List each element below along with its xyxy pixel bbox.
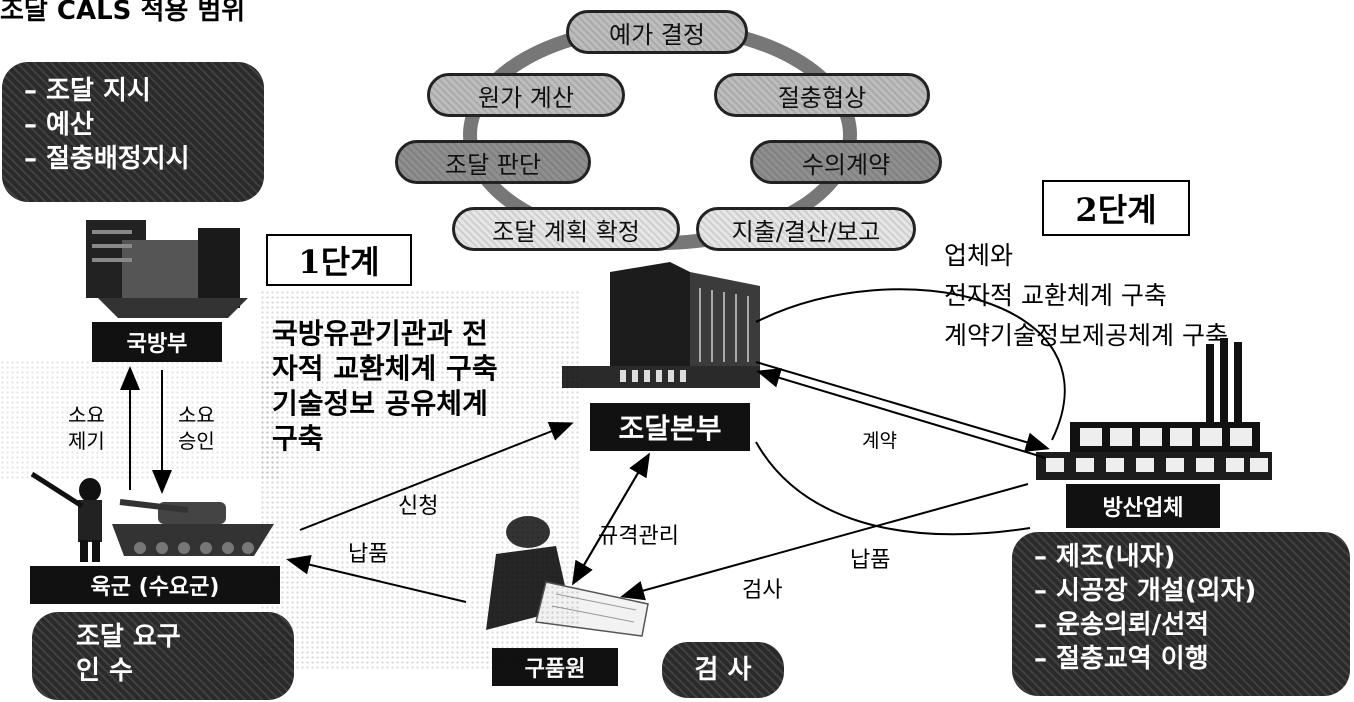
cycle-step-price-decision: 예가 결정 xyxy=(566,10,748,54)
mnd-instruction-line: – 절충배정지시 xyxy=(24,144,190,174)
stage1-label: 1단계 xyxy=(266,234,412,286)
ministry-building-icon xyxy=(86,220,248,318)
cycle-step-private-contract: 수의계약 xyxy=(750,140,942,184)
mnd-instruction-line: – 예산 xyxy=(24,110,94,140)
stage1-desc-line: 자적 교환체계 구축 xyxy=(272,351,498,386)
contractor-task-line: – 운송의뢰/선적 xyxy=(1034,610,1210,640)
cycle-step-expenditure-report: 지출/결산/보고 xyxy=(696,207,916,251)
scan-texture xyxy=(0,360,280,480)
cycle-step-negotiation: 절충협상 xyxy=(714,73,930,117)
cycle-step-procurement-judgment: 조달 판단 xyxy=(395,140,591,184)
stage2-desc-line: 업체와 xyxy=(944,241,1014,270)
contractor-task-line: – 시공장 개설(외자) xyxy=(1034,576,1257,606)
inspect-label: 검사 xyxy=(742,578,783,603)
mnd-instruction-line: – 조달 지시 xyxy=(24,76,151,106)
contract-label: 계약 xyxy=(862,430,897,452)
army-plate: 육군 (수요군) xyxy=(30,566,280,604)
contractor-plate: 방산업체 xyxy=(1066,484,1220,528)
stage1-desc-line: 국방유관기관과 전 xyxy=(272,316,498,351)
deliver-right-label: 납품 xyxy=(850,548,891,573)
spec-management-label: 규격관리 xyxy=(598,524,679,549)
factory-icon xyxy=(1036,338,1272,480)
army-request-line: 인 수 xyxy=(76,656,133,686)
stage1-description: 국방유관기관과 전 자적 교환체계 구축 기술정보 공유체계 구축 xyxy=(272,316,498,456)
soldier-tank-icon xyxy=(30,471,274,562)
inspection-agency-plate: 구품원 xyxy=(492,648,618,686)
contractor-task-line: – 절충교역 이행 xyxy=(1034,644,1209,674)
deliver-left-label: 납품 xyxy=(348,536,388,568)
hq-plate: 조달본부 xyxy=(590,400,750,451)
inspector-figure-icon xyxy=(486,516,649,637)
mnd-plate: 국방부 xyxy=(92,322,222,362)
stage1-desc-line: 구축 xyxy=(272,421,498,456)
stage2-desc-line: 계약기술정보제공체계 구축 xyxy=(944,321,1228,350)
stage2-description: 업체와 전자적 교환체계 구축 계약기술정보제공체계 구축 xyxy=(944,236,1228,356)
stage2-label: 2단계 xyxy=(1042,180,1190,236)
contractor-tasks-box: – 제조(내자) – 시공장 개설(외자) – 운송의뢰/선적 – 절충교역 이… xyxy=(1012,532,1350,696)
mnd-instruction-box: – 조달 지시 – 예산 – 절충배정지시 xyxy=(2,62,264,202)
stage2-desc-line: 전자적 교환체계 구축 xyxy=(944,281,1167,310)
cycle-step-cost-calculation: 원가 계산 xyxy=(427,73,625,117)
procurement-hq-building-icon xyxy=(562,262,760,388)
army-request-line: 조달 요구 xyxy=(76,622,181,652)
scan-texture xyxy=(260,290,580,670)
army-request-box: 조달 요구 인 수 xyxy=(32,612,294,700)
contractor-task-line: – 제조(내자) xyxy=(1034,542,1176,572)
page-title: 조달 CALS 적용 범위 xyxy=(0,0,246,26)
cycle-step-plan-confirm: 조달 계획 확정 xyxy=(452,207,680,251)
stage1-desc-line: 기술정보 공유체계 xyxy=(272,386,498,421)
apply-label: 신청 xyxy=(398,488,438,520)
inspection-box: 검 사 xyxy=(662,642,784,698)
